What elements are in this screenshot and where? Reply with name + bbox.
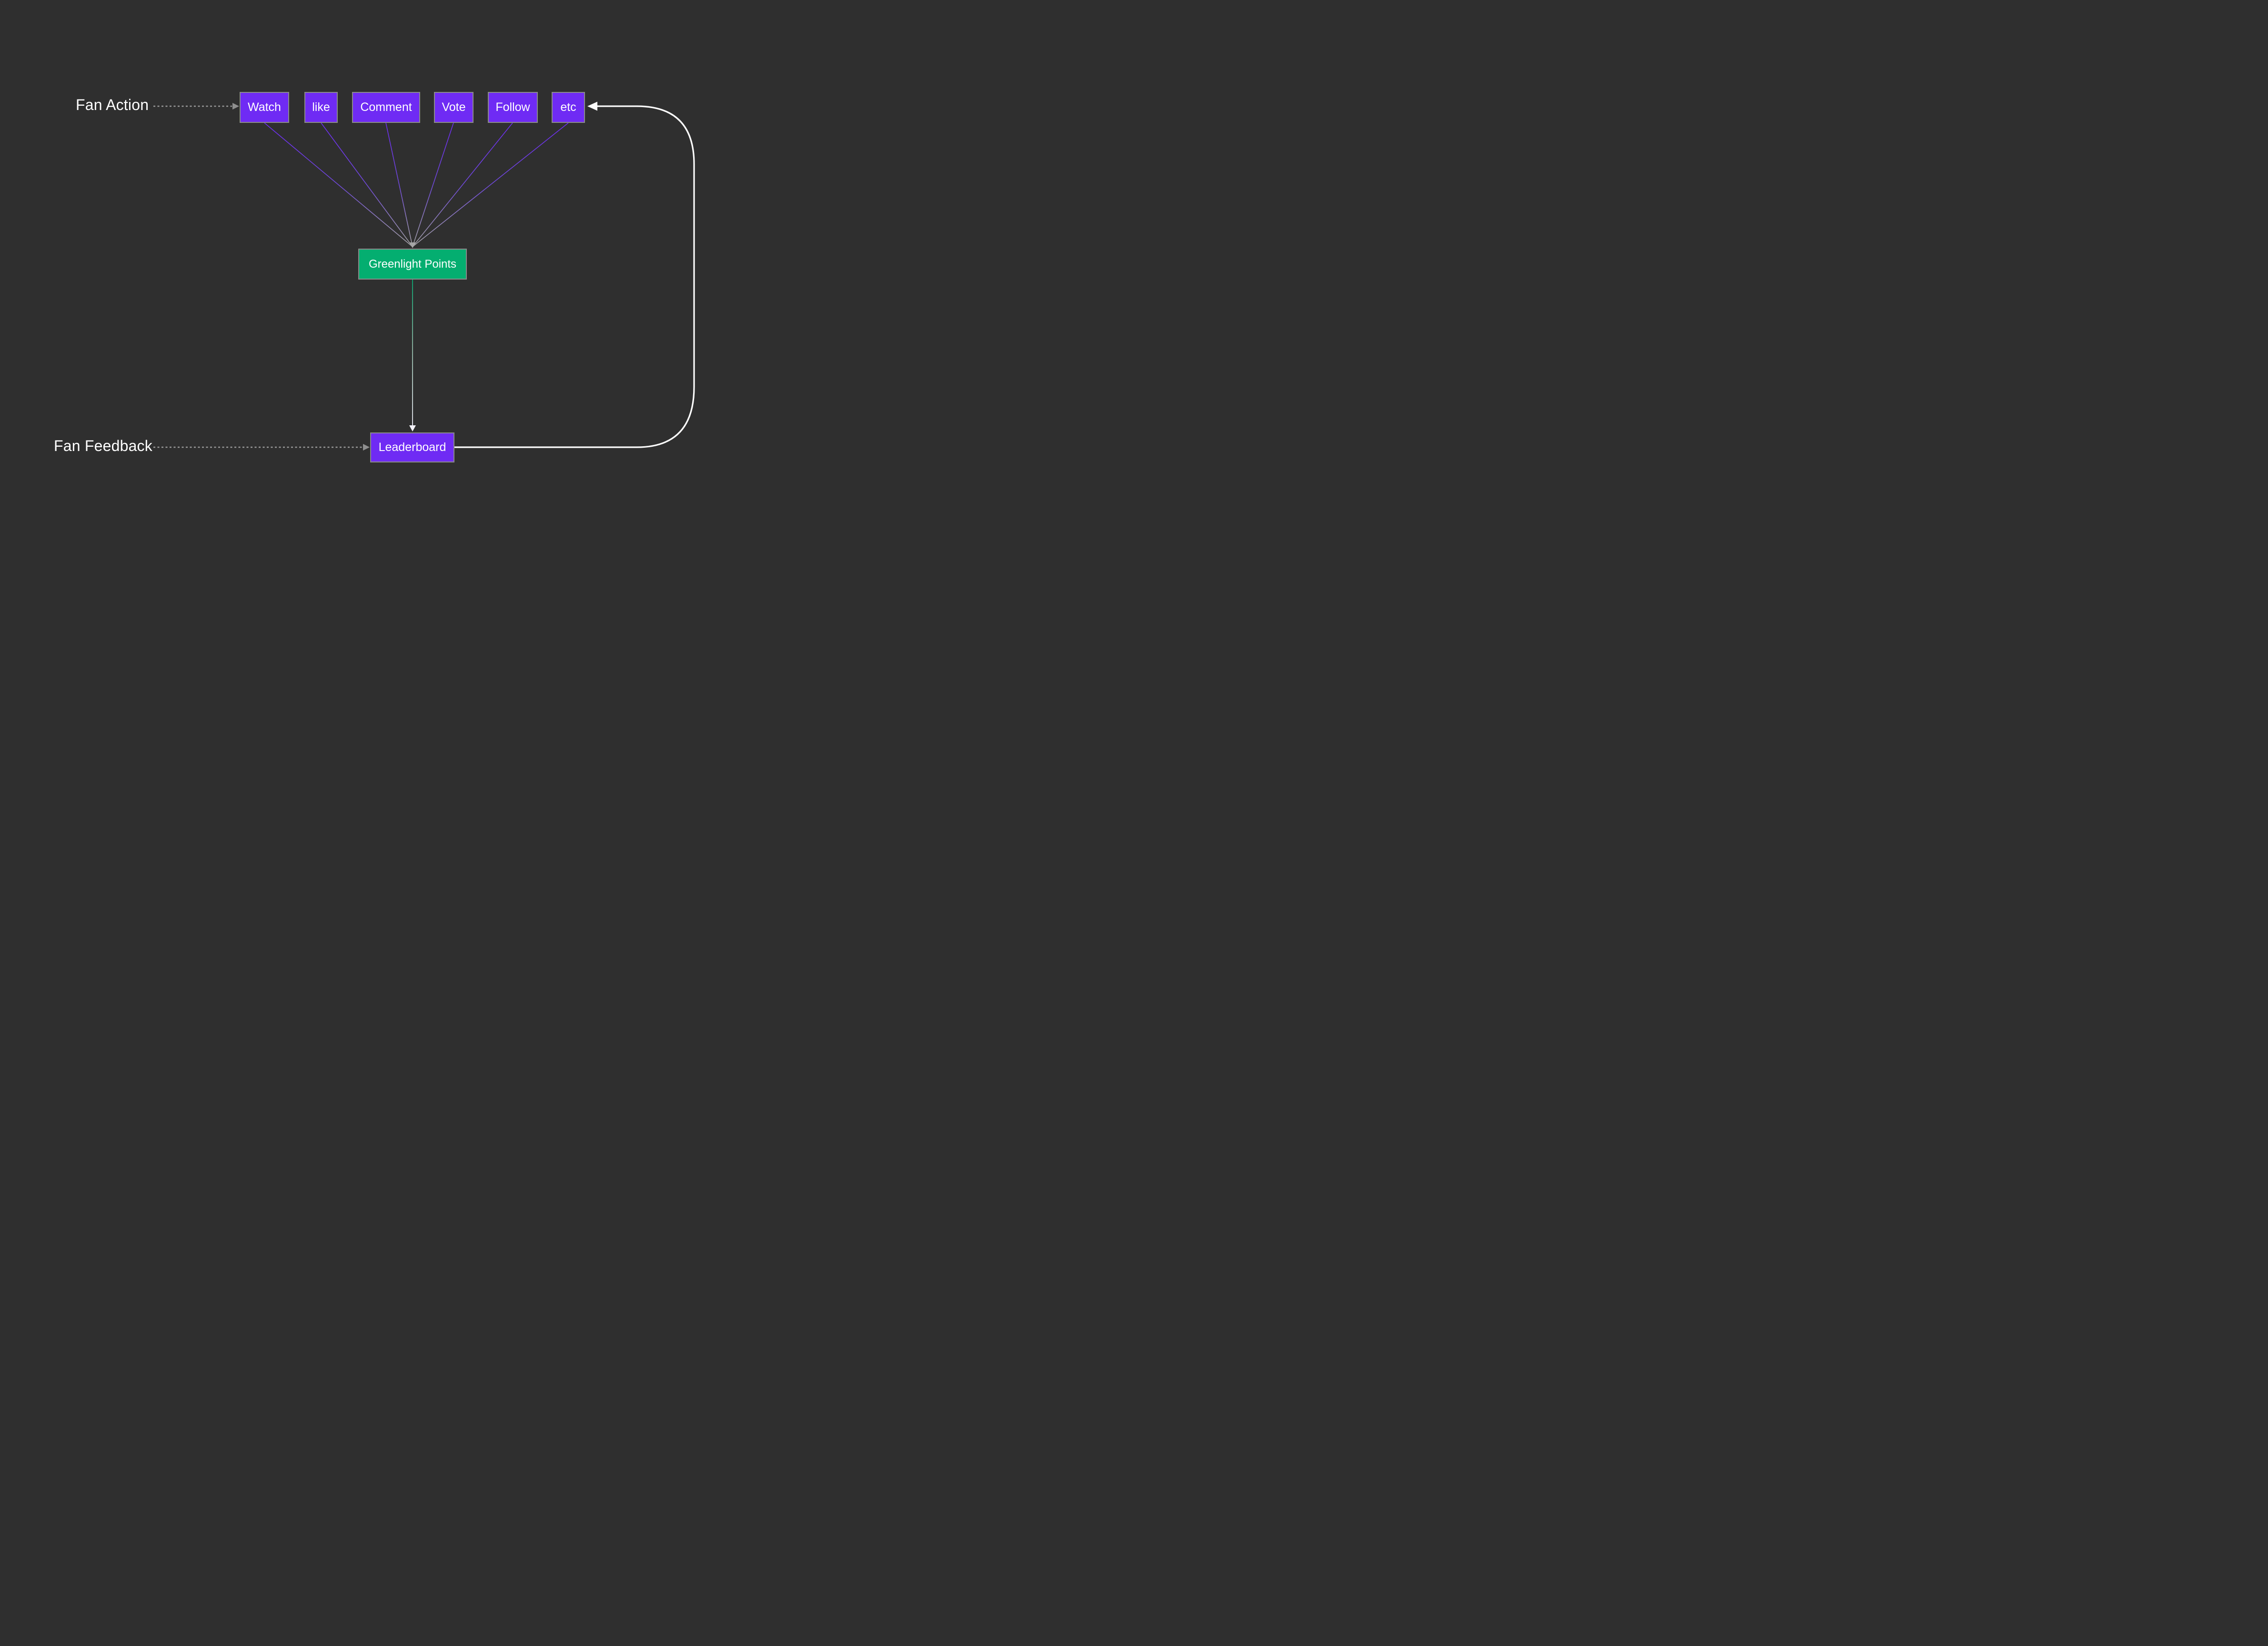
- feedback-loop-curve: [454, 105, 695, 448]
- loop-arrowhead-icon: [587, 101, 597, 111]
- node-like: like: [304, 92, 338, 123]
- converging-line-etc: [412, 122, 569, 247]
- converging-arrowhead-icon: [409, 242, 416, 248]
- node-comment: Comment: [352, 92, 420, 123]
- converging-line-vote: [412, 122, 454, 247]
- node-greenlight-points: Greenlight Points: [358, 249, 467, 280]
- converging-line-follow: [412, 122, 513, 247]
- leaderboard-arrowhead-icon: [409, 425, 416, 432]
- fan-feedback-arrowhead-icon: [363, 444, 370, 451]
- fan-action-arrowhead-icon: [232, 103, 239, 110]
- node-leaderboard: Leaderboard: [370, 432, 454, 462]
- fan-action-label: Fan Action: [76, 96, 149, 113]
- converging-line-like: [321, 122, 413, 247]
- node-follow: Follow: [488, 92, 538, 123]
- connector-layer: [153, 101, 695, 451]
- node-etc: etc: [552, 92, 585, 123]
- node-vote: Vote: [434, 92, 474, 123]
- fan-feedback-label: Fan Feedback: [54, 437, 152, 454]
- converging-line-comment: [385, 122, 413, 247]
- converging-line-watch: [264, 122, 413, 247]
- diagram-canvas: Fan Action Fan Feedback Watch like Comme…: [0, 0, 756, 549]
- node-watch: Watch: [240, 92, 289, 123]
